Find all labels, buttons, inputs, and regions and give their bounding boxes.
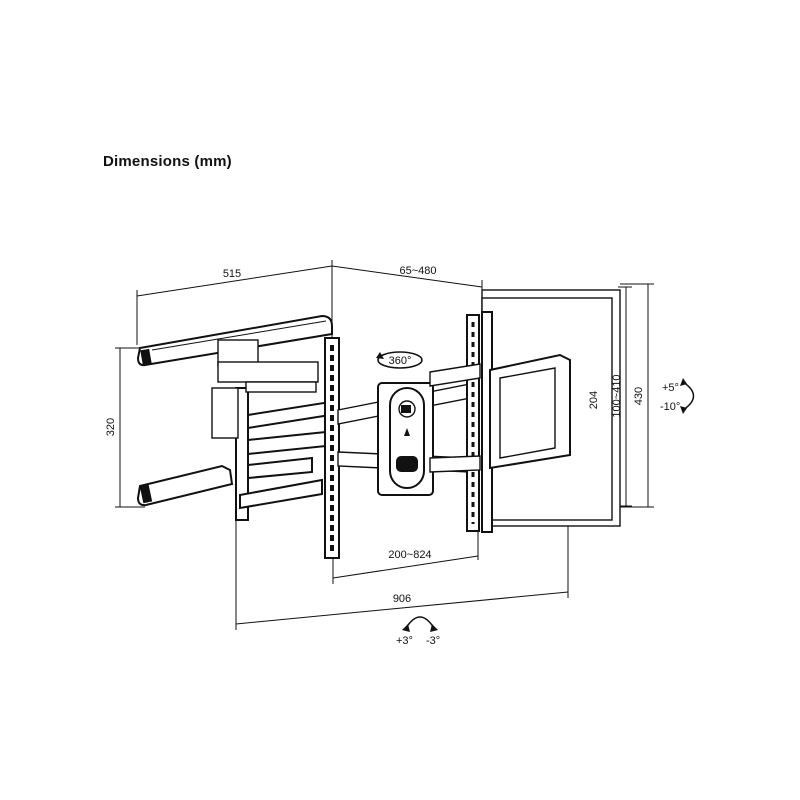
pivot-box (337, 382, 471, 496)
swivel-label: 360° (389, 355, 412, 367)
level-plus-label: +3° (396, 635, 413, 647)
dim-vesa-vertical: 100~410 (611, 374, 623, 417)
curved-arrow-icon (405, 616, 435, 629)
tilt-down-label: -10° (660, 401, 680, 413)
wall-plate-assembly (136, 314, 340, 559)
tv-bracket (429, 289, 621, 533)
page-title: Dimensions (mm) (103, 153, 232, 170)
dim-total-width: 906 (393, 593, 411, 605)
level-indicator: +3° -3° (396, 616, 440, 647)
dim-vesa-horizontal: 200~824 (388, 549, 431, 561)
dim-wall-distance: 65~480 (399, 265, 436, 277)
tilt-up-label: +5° (662, 382, 679, 394)
rotate-arrow-icon: 360° (376, 351, 423, 369)
dim-bracket-height: 430 (633, 387, 645, 405)
dimension-labels: 515 65~480 320 204 100~410 430 200~824 9… (105, 265, 645, 605)
dim-wall-plate-height: 320 (105, 418, 117, 436)
level-minus-label: -3° (426, 635, 440, 647)
dim-hole-spacing: 204 (588, 391, 600, 409)
curved-arrow-icon (682, 381, 695, 411)
dim-arm-length: 515 (223, 268, 241, 280)
tilt-indicator: +5° -10° (660, 378, 695, 414)
